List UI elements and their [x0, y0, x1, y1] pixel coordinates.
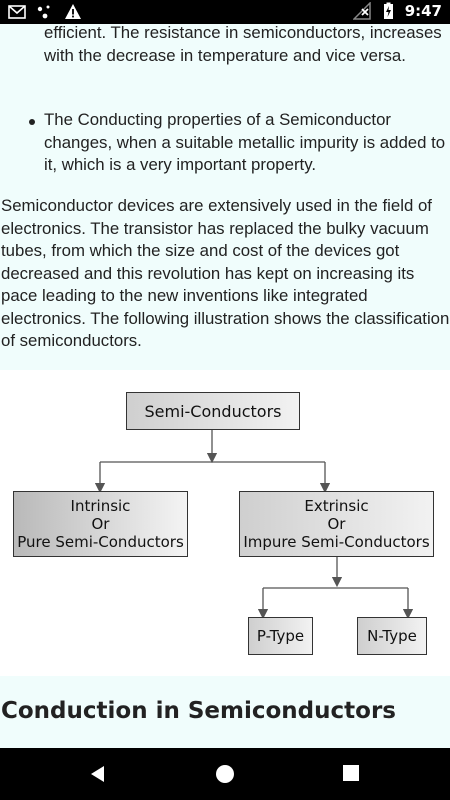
- node-n-type: N-Type: [357, 617, 427, 655]
- no-signal-icon: [352, 2, 371, 20]
- node-semi-conductors: Semi-Conductors: [126, 392, 300, 430]
- classification-diagram: Semi-Conductors Intrinsic Or Pure Semi-C…: [0, 370, 450, 676]
- node-label: Impure Semi-Conductors: [243, 533, 430, 551]
- heading-section: Conduction in Semiconductors: [0, 676, 450, 748]
- node-label: Semi-Conductors: [144, 401, 282, 421]
- recents-icon[interactable]: [342, 764, 360, 782]
- dots-icon: [37, 5, 50, 19]
- body-paragraph: Semiconductor devices are extensively us…: [1, 196, 450, 350]
- battery-charging-icon: [383, 2, 393, 19]
- node-extrinsic: Extrinsic Or Impure Semi-Conductors: [239, 491, 434, 557]
- node-label: N-Type: [367, 627, 417, 645]
- bullet-2-text: The Conducting properties of a Semicondu…: [44, 110, 446, 174]
- article-text-section: efficient. The resistance in semiconduct…: [0, 24, 450, 370]
- node-label: Or: [327, 515, 346, 533]
- status-bar: 9:47: [0, 0, 450, 24]
- node-label: Extrinsic: [304, 497, 369, 515]
- node-label: P-Type: [256, 627, 305, 645]
- node-label: Intrinsic: [70, 497, 131, 515]
- clock: 9:47: [404, 2, 442, 20]
- section-heading: Conduction in Semiconductors: [1, 698, 396, 724]
- warning-icon: [65, 4, 81, 19]
- bullet-dot: [29, 119, 35, 125]
- navigation-bar: [0, 748, 450, 800]
- gmail-icon: [8, 5, 26, 19]
- article-content[interactable]: efficient. The resistance in semiconduct…: [0, 24, 450, 748]
- home-icon[interactable]: [215, 764, 235, 784]
- node-intrinsic: Intrinsic Or Pure Semi-Conductors: [13, 491, 188, 557]
- node-label: Or: [91, 515, 110, 533]
- diagram-connectors: [94, 430, 414, 620]
- node-p-type: P-Type: [248, 617, 313, 655]
- node-label: Pure Semi-Conductors: [17, 533, 184, 551]
- back-icon[interactable]: [88, 764, 108, 784]
- bullet-1-text: efficient. The resistance in semiconduct…: [44, 24, 442, 65]
